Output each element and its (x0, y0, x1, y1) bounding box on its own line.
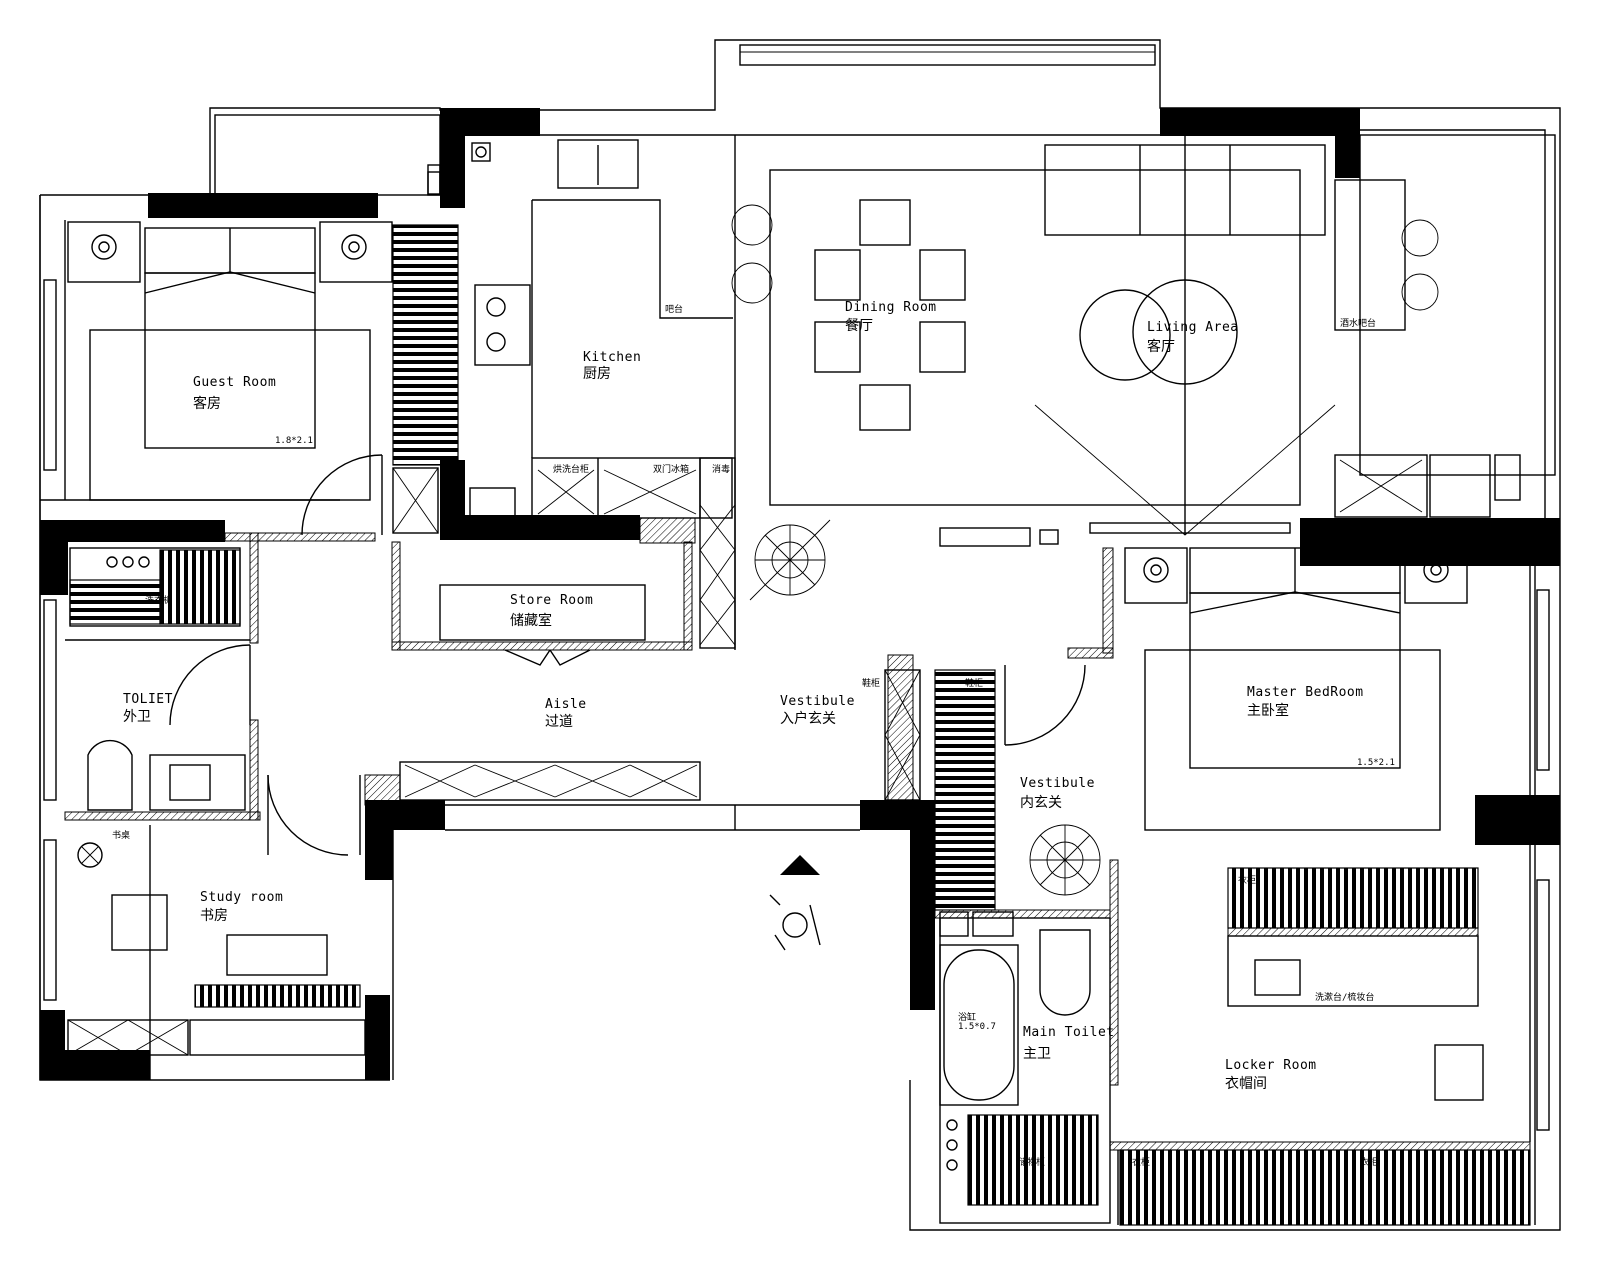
study-label-en: Study room (200, 890, 284, 905)
cabinet-label-b: 双门冰箱 (653, 465, 690, 475)
plant-decor (749, 519, 1101, 896)
aisle-cabinet (399, 761, 701, 801)
toilet-fixtures (69, 547, 251, 811)
toilet-label-en: TOLIET (123, 692, 173, 707)
locker-label-en: Locker Room (1225, 1058, 1317, 1073)
kitchen-bar-label: 吧台 (665, 305, 684, 315)
main-toilet-label-cn: 主卫 (1023, 1046, 1051, 1062)
living-label-en: Living Area (1147, 320, 1239, 335)
bathtub-label: 浴缸 (958, 1013, 977, 1023)
outer-walls (39, 39, 1561, 1231)
locker-room-furniture (1119, 867, 1531, 1226)
dining-label-cn: 餐厅 (845, 318, 873, 334)
vanity-label: 洗漱台/梳妆台 (1315, 993, 1375, 1003)
wall-blocks (40, 108, 1560, 1080)
cabinet-label-a: 烘洗台柜 (553, 465, 590, 475)
aisle-label-en: Aisle (545, 697, 587, 712)
wine-bar-label: 酒水吧台 (1340, 319, 1377, 329)
dining-label-en: Dining Room (845, 300, 937, 315)
study-label-cn: 书房 (200, 908, 228, 924)
store-room-label-cn: 储藏室 (510, 613, 552, 629)
wardrobe-label-c: 衣柜 (1360, 1158, 1379, 1168)
dining-living-furniture (769, 135, 1521, 547)
vestibule-inner-label-en: Vestibule (1020, 776, 1095, 791)
shoe-cabinet-a: 鞋柜 (862, 679, 881, 689)
windows (43, 164, 1550, 1131)
master-bed-size: 1.5*2.1 (1357, 758, 1395, 768)
study-furniture (67, 774, 366, 1056)
guest-room-label-cn: 客房 (193, 396, 221, 412)
shoe-cabinet-b: 鞋柜 (965, 679, 984, 689)
guest-room-furniture (67, 221, 459, 536)
store-room-furniture (439, 584, 646, 666)
aisle-label-cn: 过道 (545, 714, 573, 730)
bath-cabinet-label: 储物柜 (1018, 1158, 1046, 1168)
master-label-en: Master BedRoom (1247, 685, 1364, 700)
living-label-cn: 客厅 (1147, 339, 1175, 355)
kitchen-label-en: Kitchen (583, 350, 642, 365)
cabinet-label-c: 消毒 (712, 465, 731, 475)
guest-room-label-en: Guest Room (193, 375, 277, 390)
kitchen-label-cn: 厨房 (583, 366, 611, 382)
store-room-label-en: Store Room (510, 593, 594, 608)
vestibule-outer-label-en: Vestibule (780, 694, 855, 709)
toilet-label-cn: 外卫 (123, 709, 151, 725)
guest-bed-size: 1.8*2.1 (275, 436, 313, 446)
wardrobe-label-b: 衣柜 (1132, 1158, 1151, 1168)
master-label-cn: 主卧室 (1247, 703, 1289, 719)
entrance-marker (769, 855, 821, 951)
bathtub-size: 1.5*0.7 (958, 1022, 996, 1032)
vestibule-furniture (884, 664, 1086, 911)
kitchen-furniture (427, 139, 773, 649)
main-toilet-fixtures (939, 911, 1099, 1206)
vestibule-inner-label-cn: 内玄关 (1020, 795, 1062, 811)
wash-label: 洗衣机 (145, 596, 173, 606)
vestibule-outer-label-cn: 入户玄关 (780, 711, 836, 727)
master-bedroom-furniture (1124, 547, 1468, 831)
wardrobe-label-a: 衣柜 (1238, 876, 1257, 886)
locker-label-cn: 衣帽间 (1225, 1076, 1267, 1092)
main-toilet-label-en: Main Toilet (1023, 1025, 1115, 1040)
study-tag-label: 书桌 (112, 831, 131, 841)
